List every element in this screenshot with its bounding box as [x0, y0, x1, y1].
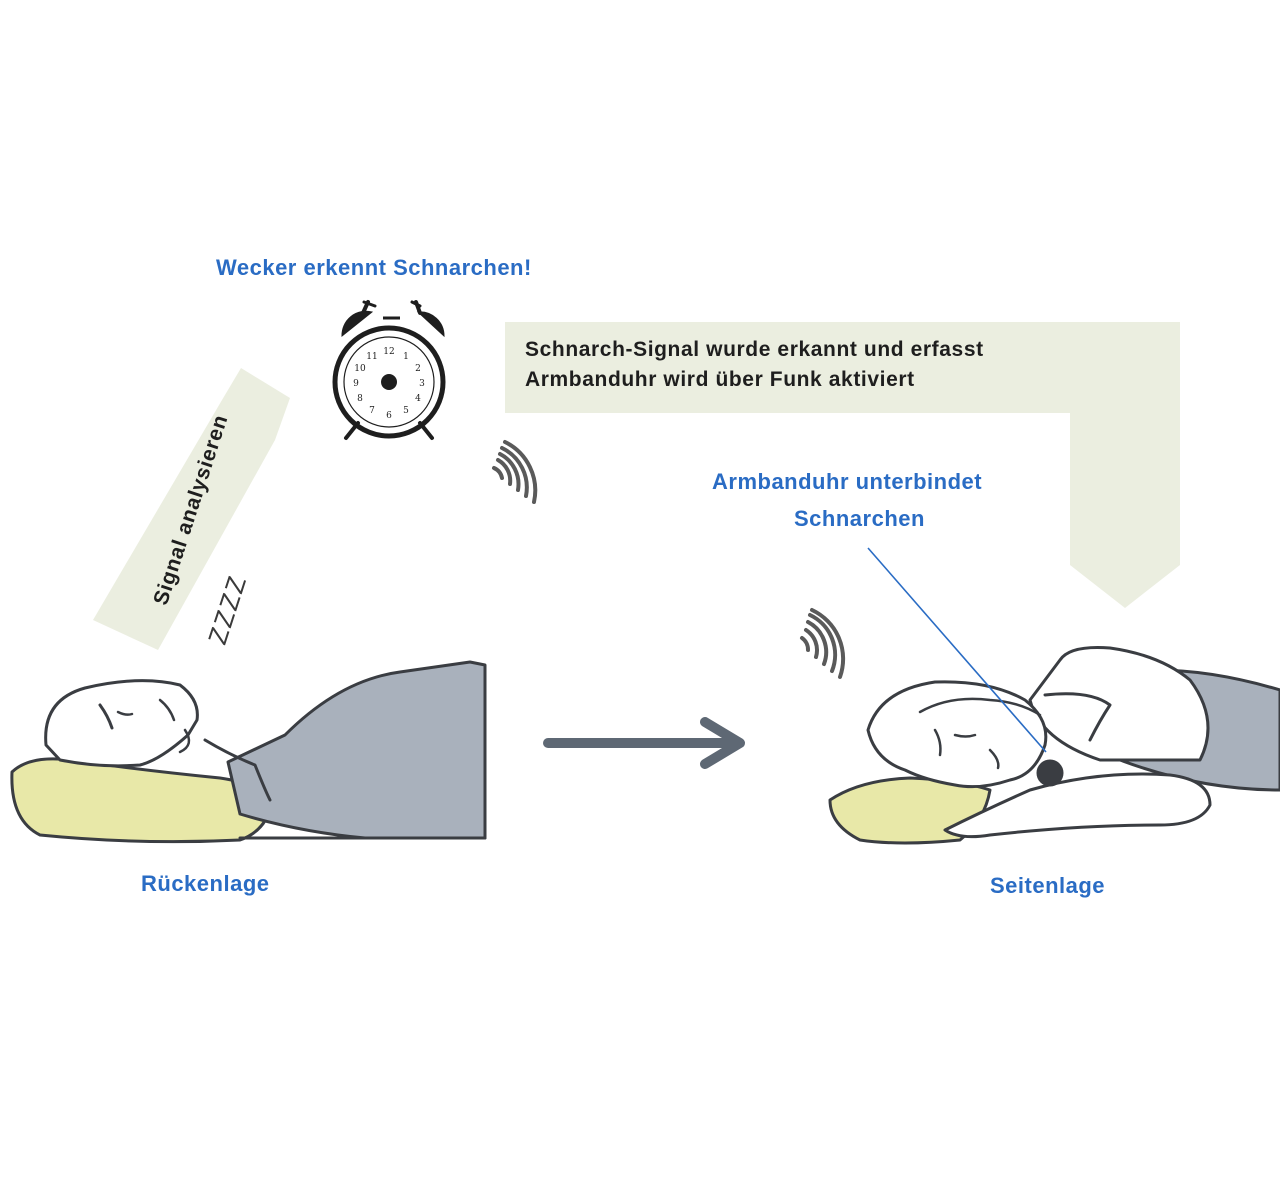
- svg-text:1: 1: [403, 352, 409, 362]
- side-sleeper-shoulder: [1028, 646, 1210, 762]
- alarm-clock-icon: [332, 300, 446, 440]
- signal-path-arrow: [505, 322, 1180, 608]
- back-sleeper-body: [226, 660, 487, 840]
- side-sleeper-illustration: [828, 646, 1280, 845]
- svg-text:10: 10: [354, 364, 366, 374]
- signal-detected-line1: Schnarch-Signal wurde erkannt und erfass…: [525, 338, 984, 361]
- svg-text:6: 6: [386, 411, 392, 421]
- signal-detected-line2: Armbanduhr wird über Funk aktiviert: [525, 368, 915, 391]
- svg-text:5: 5: [403, 406, 409, 416]
- radio-waves-icon: [492, 440, 538, 504]
- svg-text:8: 8: [357, 394, 363, 404]
- back-sleeper-illustration: [10, 660, 487, 844]
- clock-face-numerals: 12 1 2 3 4 5 6 7 8 9 10 11: [353, 347, 425, 421]
- svg-text:12: 12: [383, 347, 394, 357]
- wristwatch-icon: [1036, 759, 1064, 787]
- svg-text:2: 2: [415, 364, 421, 374]
- back-position-label: Rückenlage: [141, 871, 270, 896]
- svg-text:7: 7: [369, 406, 375, 416]
- pointer-line: [867, 547, 1047, 753]
- alarm-detects-label: Wecker erkennt Schnarchen!: [216, 255, 532, 280]
- analyze-arrow: [93, 368, 290, 650]
- watch-stops-snoring-line2: Schnarchen: [794, 506, 925, 531]
- side-position-label: Seitenlage: [990, 873, 1106, 898]
- svg-text:4: 4: [415, 394, 421, 404]
- radio-waves-icon: [800, 608, 846, 679]
- watch-stops-snoring-line1: Armbanduhr unterbindet: [712, 469, 983, 494]
- svg-text:3: 3: [419, 379, 425, 389]
- back-sleeper-head: [44, 679, 199, 768]
- svg-text:11: 11: [366, 352, 377, 362]
- transition-arrow: [543, 717, 745, 769]
- svg-text:9: 9: [353, 379, 359, 389]
- side-sleeper-arm: [943, 772, 1212, 839]
